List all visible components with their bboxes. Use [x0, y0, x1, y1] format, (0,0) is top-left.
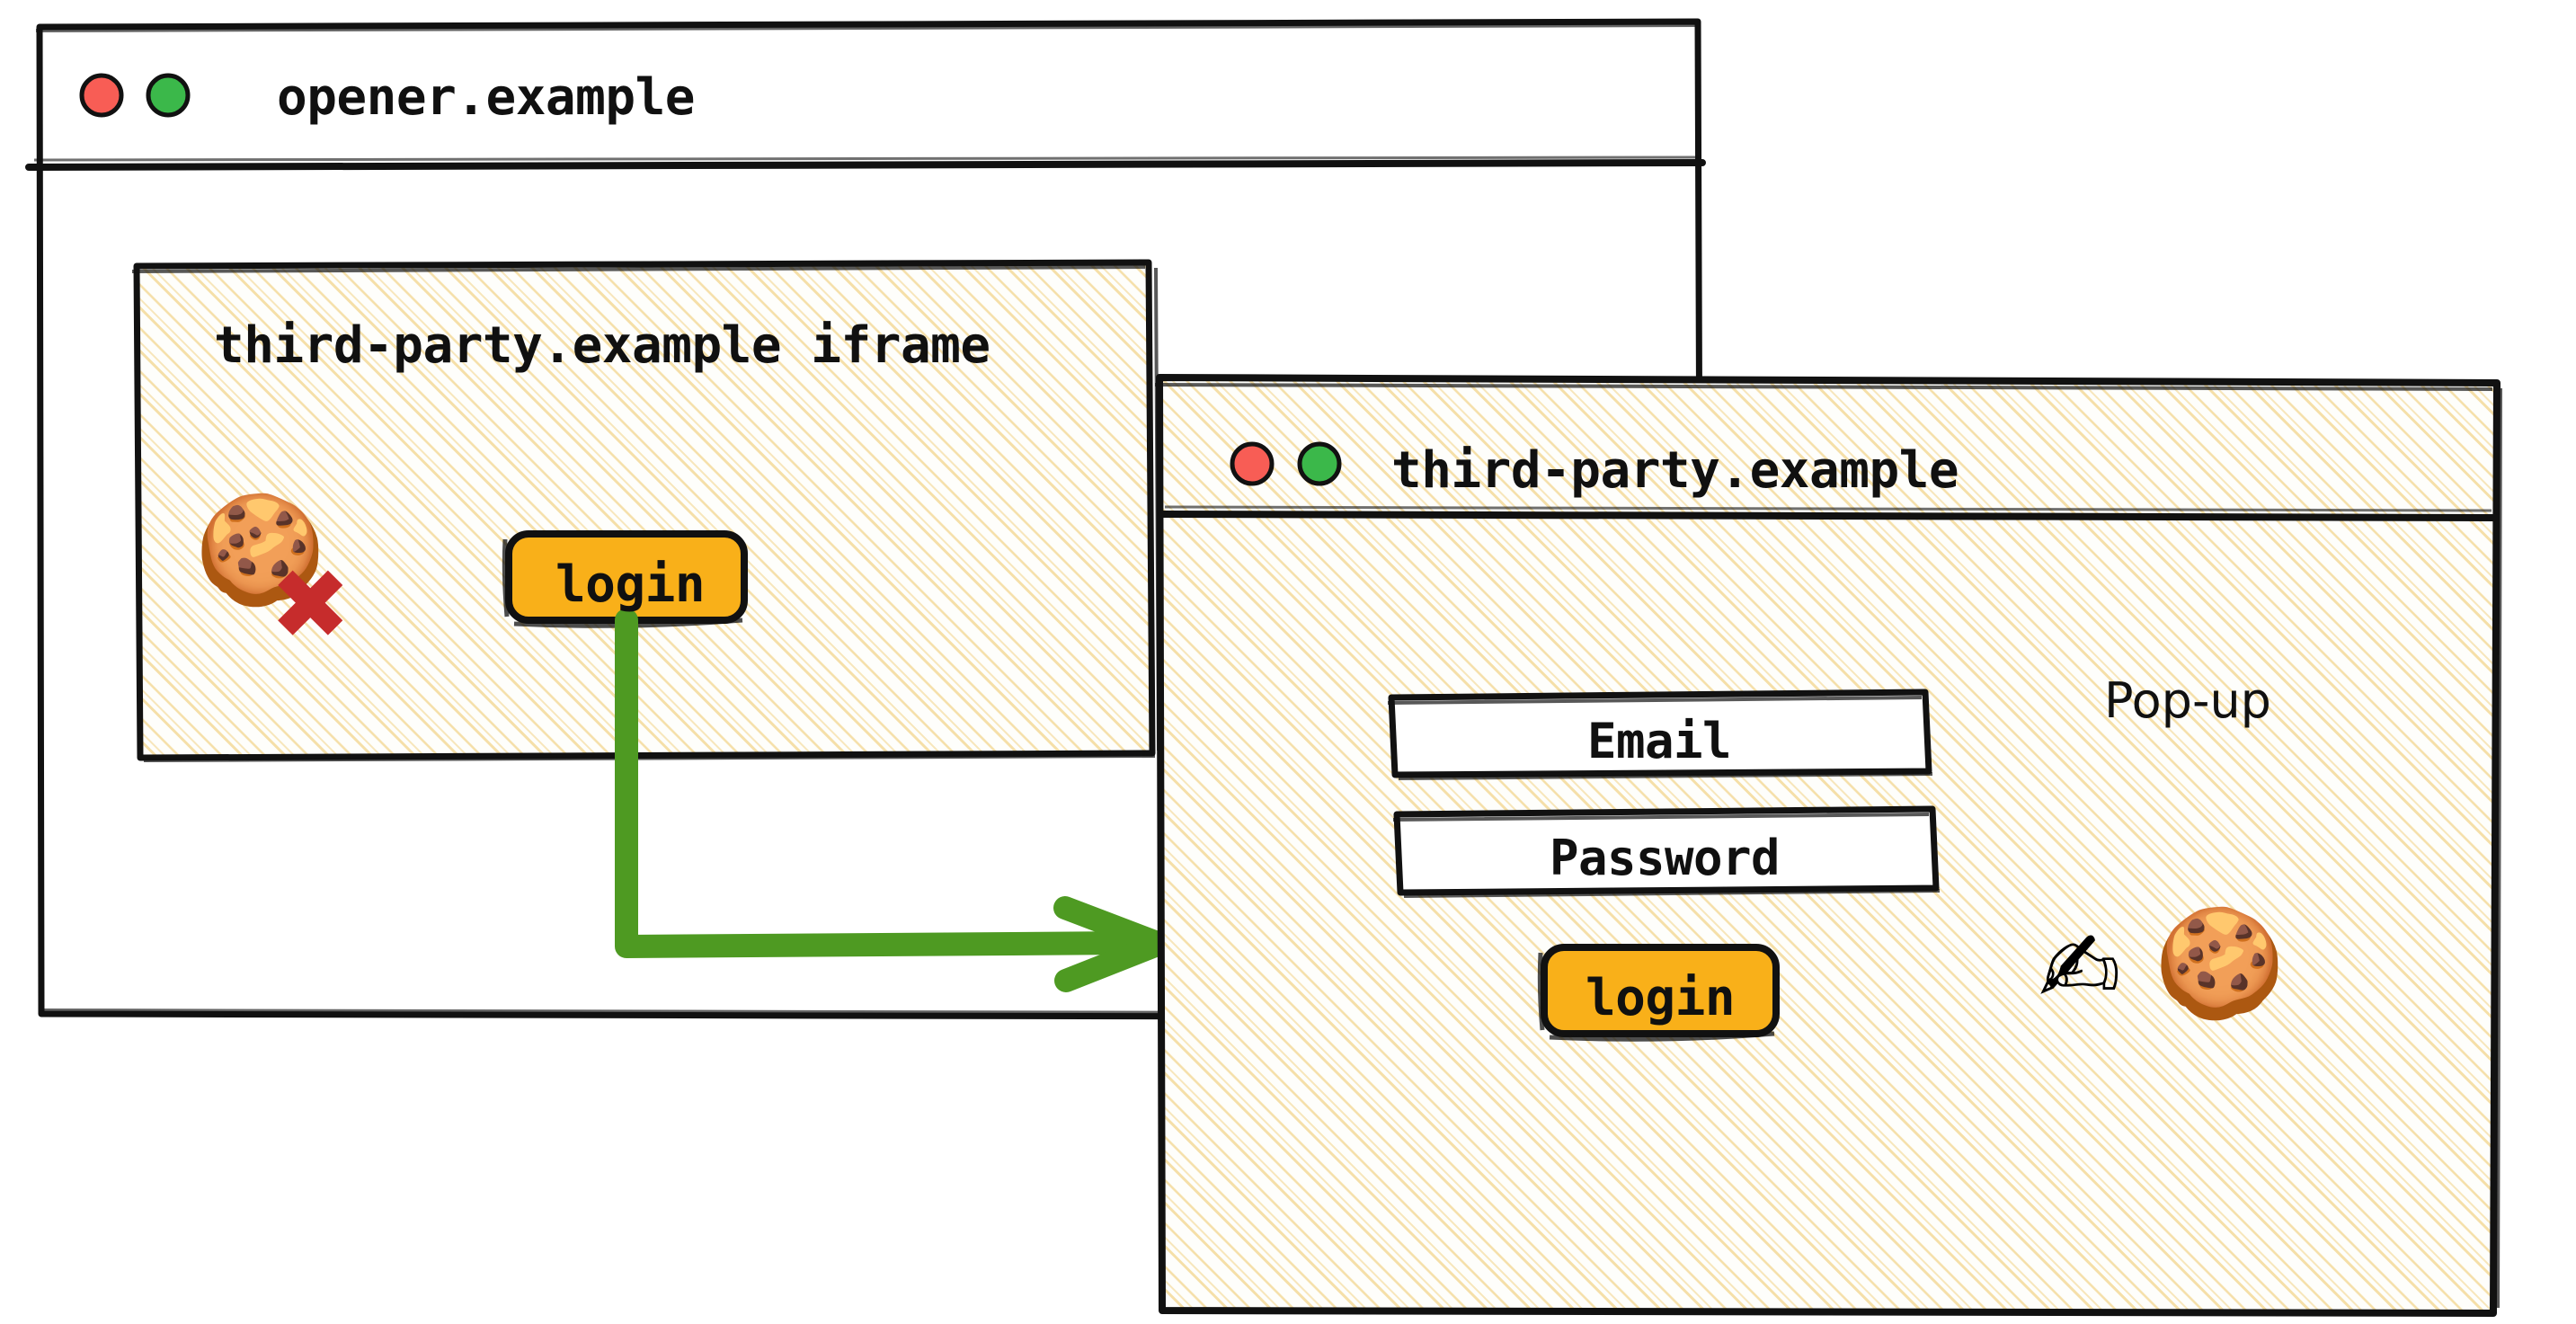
password-field-sketch — [1392, 813, 1941, 898]
iframe-login-button-label[interactable]: login — [555, 555, 706, 614]
arrow-shaft — [615, 609, 1142, 958]
popup-login-button-sketch — [1537, 952, 1775, 1042]
email-field-sketch — [1387, 696, 1933, 780]
opener-window-title: opener.example — [277, 68, 696, 127]
opener-maximize-button-icon[interactable] — [146, 73, 191, 118]
popup-window-title: third-party.example — [1391, 441, 1959, 500]
iframe-frame — [133, 259, 1156, 761]
popup-window-frame-sketch — [1154, 383, 2502, 1309]
password-field-value[interactable]: Password — [1549, 830, 1781, 886]
password-field-box[interactable] — [1393, 805, 1940, 896]
popup-titlebar-divider-sketch — [1164, 505, 2492, 512]
popup-login-button-shape[interactable] — [1541, 944, 1780, 1037]
cross-mark-icon: ✖ — [270, 549, 351, 662]
opener-titlebar-divider-sketch — [33, 156, 1700, 162]
popup-login-button[interactable] — [1537, 944, 1780, 1042]
cookie-icon: 🍪 — [2154, 901, 2286, 1025]
writing-hand-icon: ✍ — [2039, 911, 2122, 1026]
popup-badge-label: Pop-up — [2104, 672, 2271, 729]
email-field-box[interactable] — [1388, 689, 1932, 778]
email-field[interactable] — [1387, 689, 1933, 780]
iframe-title: third-party.example iframe — [214, 316, 990, 375]
opener-window — [25, 18, 1706, 1021]
cookie-icon: 🍪 — [194, 487, 326, 611]
popup-window — [1154, 374, 2502, 1317]
popup-maximize-button-icon[interactable] — [1297, 441, 1342, 486]
opener-titlebar-divider — [25, 159, 1706, 171]
popup-close-button-icon[interactable] — [1230, 441, 1275, 486]
popup-titlebar-divider — [1158, 511, 2499, 521]
password-field[interactable] — [1392, 805, 1941, 898]
email-field-value[interactable]: Email — [1586, 713, 1732, 769]
opener-close-button-icon[interactable] — [79, 73, 124, 118]
popup-login-button-label[interactable]: login — [1585, 969, 1736, 1027]
